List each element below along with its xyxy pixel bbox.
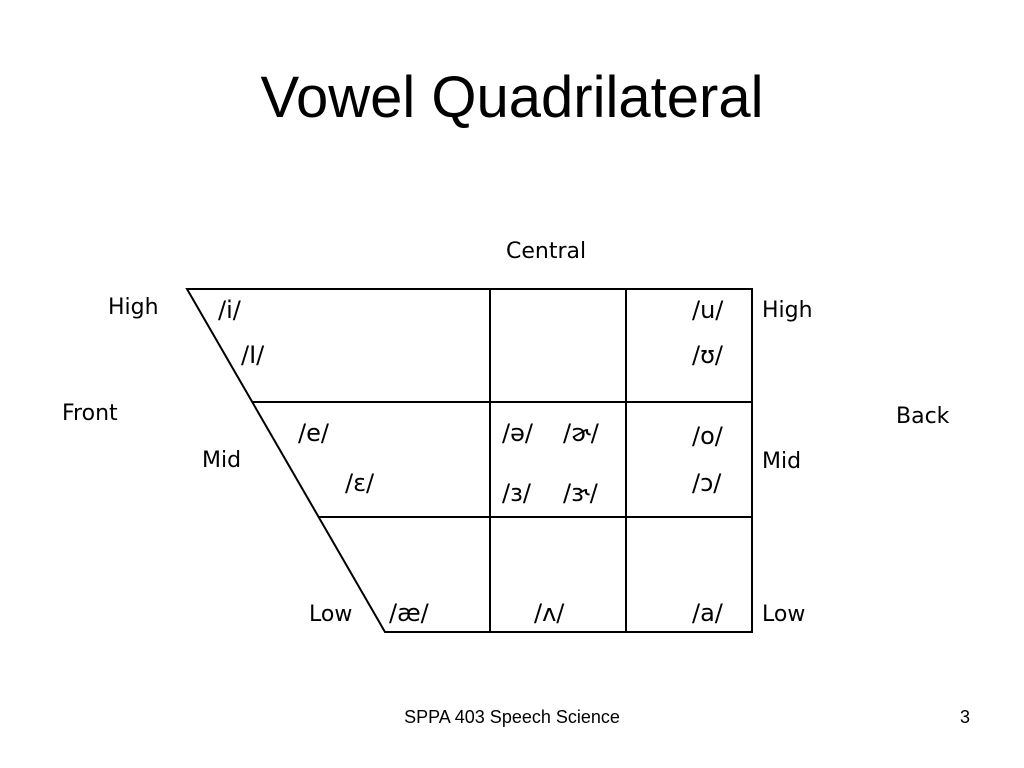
vowel-epsilon: /ɛ/	[345, 469, 375, 497]
central-label: Central	[506, 239, 586, 264]
quadrilateral-outline	[185, 288, 753, 633]
high-right-label: High	[762, 298, 813, 323]
footer-course: SPPA 403 Speech Science	[404, 707, 620, 727]
back-label: Back	[896, 404, 950, 429]
slide-title: Vowel Quadrilateral	[260, 65, 764, 130]
low-right-label: Low	[762, 602, 805, 627]
vowel-i: /i/	[218, 296, 242, 324]
low-left-label: Low	[309, 602, 352, 627]
vowel-wedge: /ʌ/	[534, 599, 565, 627]
vowel-ae: /æ/	[389, 599, 430, 627]
quadrilateral-grid	[185, 288, 753, 633]
page-number: 3	[959, 707, 970, 727]
vowel-upsilon: /ʊ/	[692, 341, 724, 369]
vowel-I: /I/	[241, 341, 265, 369]
vowel-o: /o/	[692, 422, 724, 450]
vowel-schwar: /ɚ/	[563, 419, 600, 447]
high-left-label: High	[108, 295, 159, 320]
mid-left-label: Mid	[202, 448, 241, 473]
vowel-u: /u/	[692, 296, 724, 324]
vowel-e: /e/	[298, 419, 330, 447]
vowel-a: /a/	[692, 599, 724, 627]
vowel-reverse-epsilon-r: /ɝ/	[563, 479, 599, 507]
vowel-schwa: /ə/	[502, 419, 534, 447]
front-label: Front	[62, 401, 118, 426]
mid-right-label: Mid	[762, 449, 801, 474]
vowel-open-o: /ɔ/	[692, 469, 722, 497]
vowel-reverse-epsilon: /ɜ/	[502, 479, 532, 507]
